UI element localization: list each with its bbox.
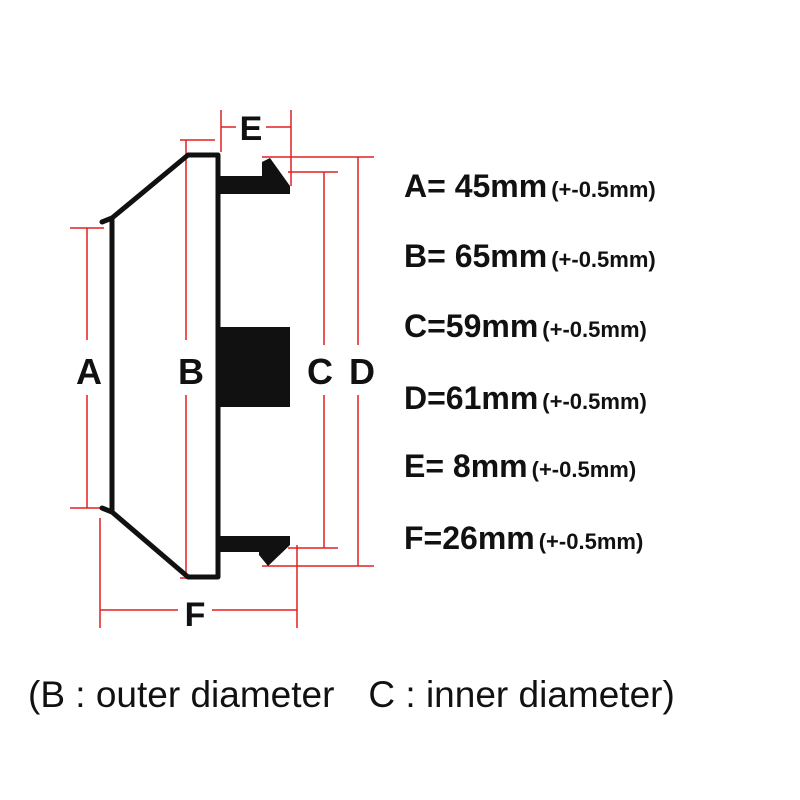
upper-clip [218,158,290,194]
spec-row-C: C=59mm(+-0.5mm) [404,310,647,342]
dimension-C-line [288,171,338,549]
label-D: D [349,351,375,392]
spec-row-A: A= 45mm(+-0.5mm) [404,170,656,202]
spec-F-tolerance: (+-0.5mm) [538,529,644,554]
spec-F-value: F=26mm [404,520,535,556]
spec-row-E: E= 8mm(+-0.5mm) [404,450,636,482]
label-B: B [178,351,204,392]
spec-B-value: B= 65mm [404,238,548,274]
spec-B-tolerance: (+-0.5mm) [551,247,656,272]
spec-A-value: A= 45mm [404,168,548,204]
caption-outer-diameter: (B : outer diameter [28,674,335,715]
spec-row-B: B= 65mm(+-0.5mm) [404,240,656,272]
spec-D-tolerance: (+-0.5mm) [542,389,647,414]
caption-inner-diameter: C : inner diameter) [368,674,675,715]
spec-E-value: E= 8mm [404,448,528,484]
dimension-D-line [262,156,374,567]
dimension-E-line [220,110,292,186]
dimension-F-line [99,518,298,628]
label-E: E [240,110,263,148]
center-boss [218,327,290,407]
spec-row-F: F=26mm(+-0.5mm) [404,522,643,554]
spec-D-value: D=61mm [404,380,539,416]
spec-E-tolerance: (+-0.5mm) [531,457,637,482]
label-A: A [76,351,102,392]
label-F: F [185,596,206,634]
spec-A-tolerance: (+-0.5mm) [551,177,656,202]
lower-clip [218,536,290,566]
spec-row-D: D=61mm(+-0.5mm) [404,382,647,414]
spec-C-value: C=59mm [404,308,539,344]
cap-outline [99,152,290,580]
label-C: C [307,351,333,392]
diameter-caption: (B : outer diameter C : inner diameter) [28,674,675,716]
spec-C-tolerance: (+-0.5mm) [542,317,647,342]
dimension-A-line [70,227,104,509]
